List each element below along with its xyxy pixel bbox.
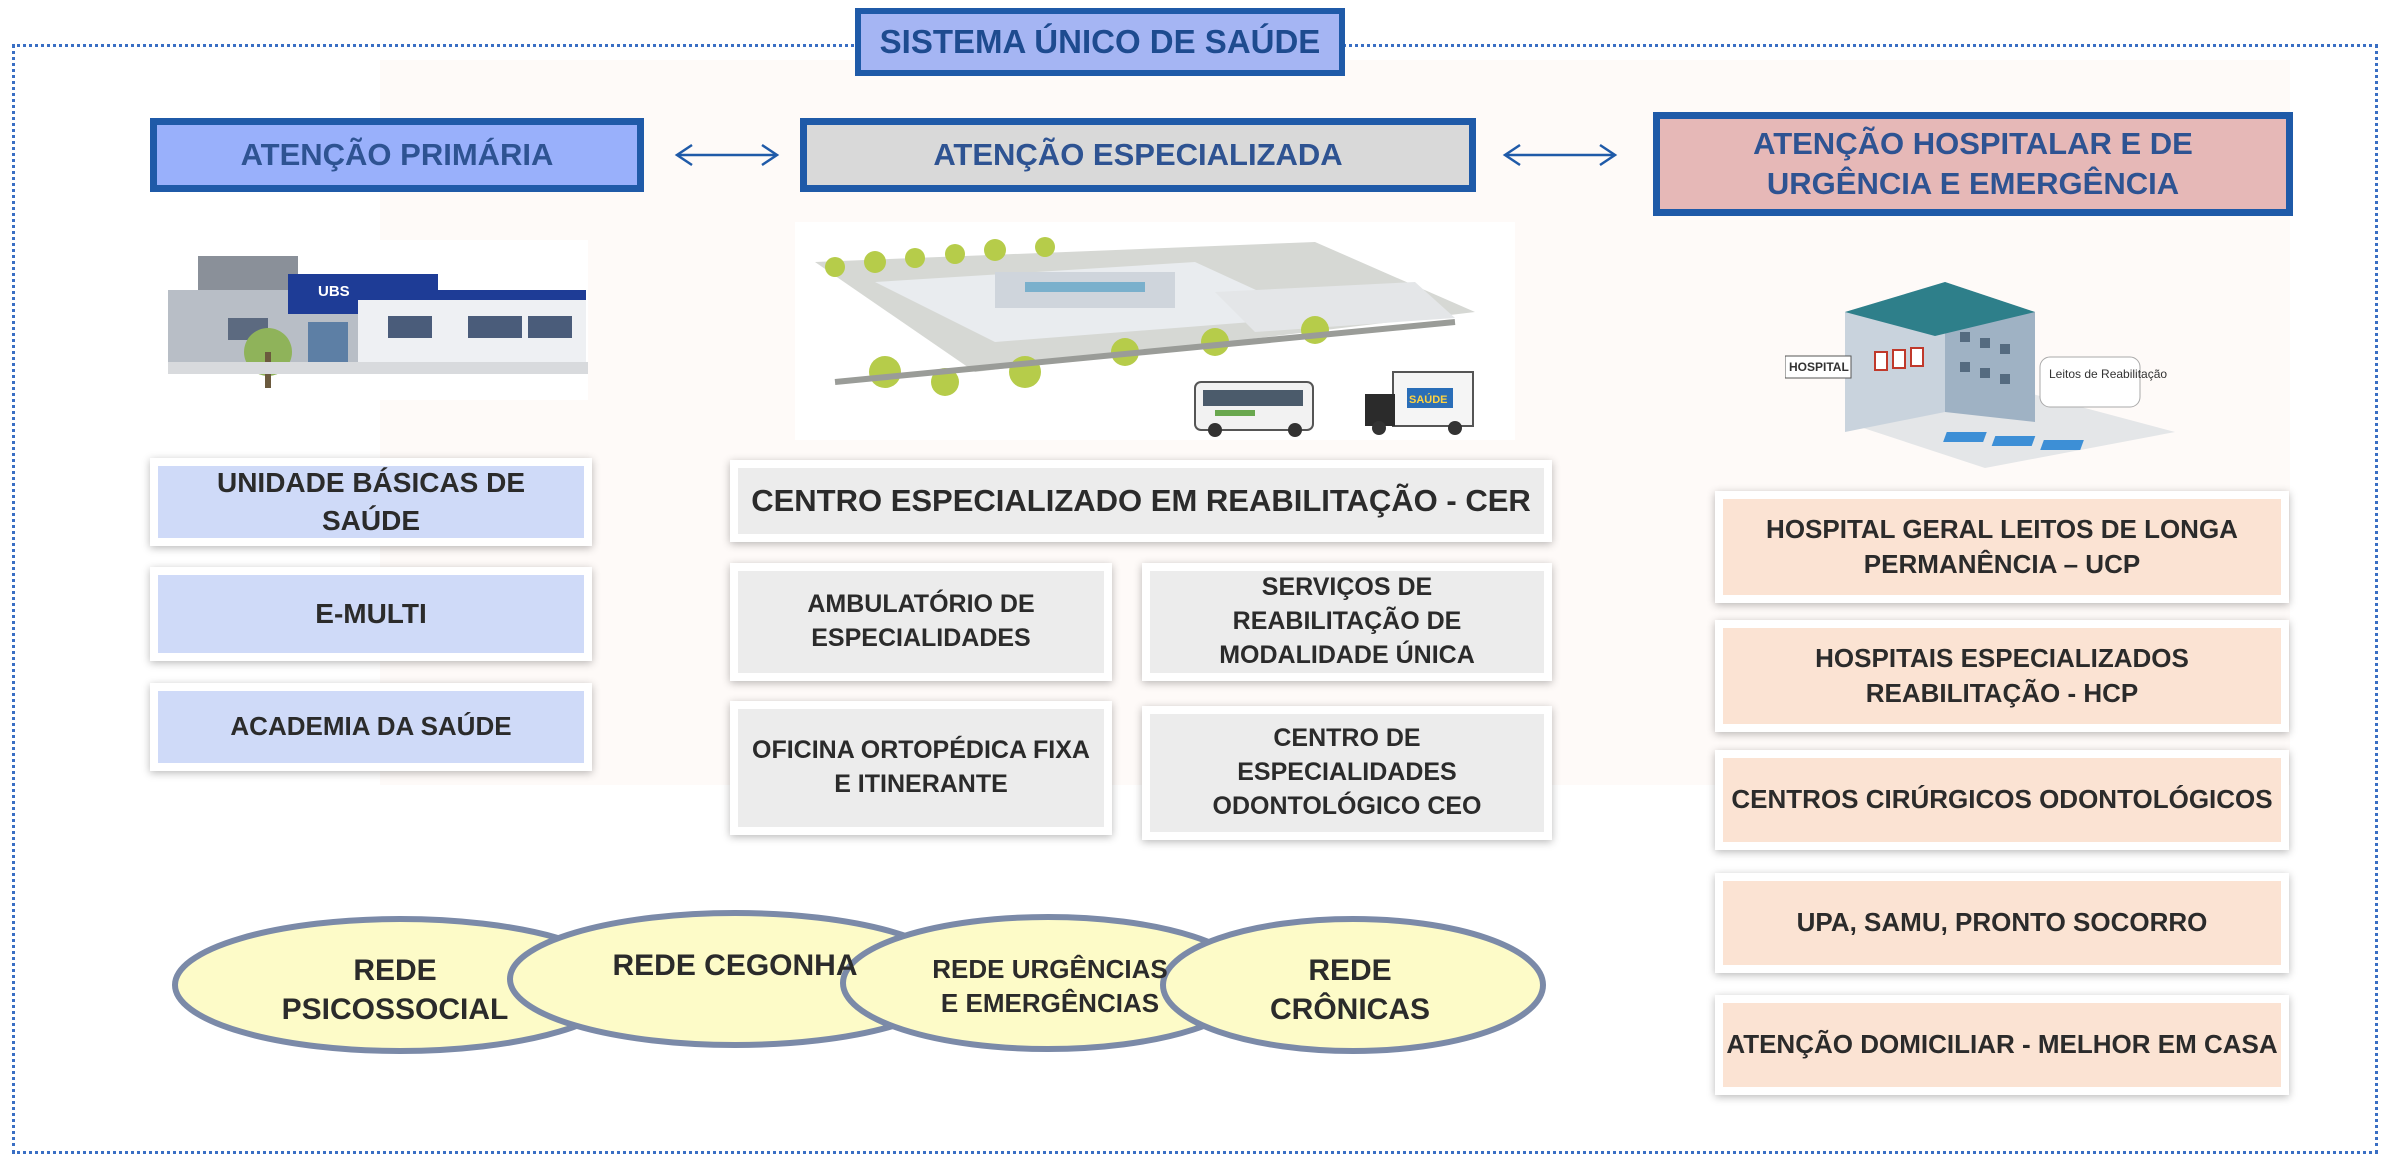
network-cegonha: REDE CEGONHA (612, 948, 858, 982)
specialized-complex-illustration: SAÚDE (795, 222, 1515, 440)
card-ceo: CENTRO DE ESPECIALIDADES ODONTOLÓGICO CE… (1142, 706, 1552, 840)
truck-label: SAÚDE (1409, 393, 1448, 406)
card-e-multi: E-MULTI (150, 567, 592, 661)
card-servicos-reabilitacao: SERVIÇOS DE REABILITAÇÃO DE MODALIDADE Ú… (1142, 563, 1552, 681)
network-urgencias: REDE URGÊNCIAS E EMERGÊNCIAS (932, 954, 1168, 1018)
card-academia: ACADEMIA DA SAÚDE (150, 683, 592, 771)
card-upa-samu: UPA, SAMU, PRONTO SOCORRO (1715, 873, 2289, 973)
card-ambulatorio: AMBULATÓRIO DE ESPECIALIDADES (730, 563, 1112, 681)
header-primary: ATENÇÃO PRIMÁRIA (150, 118, 644, 192)
card-hospital-geral: HOSPITAL GERAL LEITOS DE LONGA PERMANÊNC… (1715, 491, 2289, 603)
bus-icon (1194, 381, 1314, 437)
card-cer: CENTRO ESPECIALIZADO EM REABILITAÇÃO - C… (730, 460, 1552, 542)
ellipse-cronicas (1160, 916, 1546, 1054)
truck-icon: SAÚDE (1365, 371, 1474, 435)
page-title: SISTEMA ÚNICO DE SAÚDE (855, 8, 1345, 76)
ubs-building-illustration: UBS (168, 240, 588, 400)
header-specialized: ATENÇÃO ESPECIALIZADA (800, 118, 1476, 192)
networks-ellipses (172, 910, 1546, 1054)
hospital-bubble: Leitos de Reabilitação (2049, 367, 2167, 381)
double-arrow-icon (674, 143, 780, 167)
card-atencao-domiciliar: ATENÇÃO DOMICILIAR - MELHOR EM CASA (1715, 995, 2289, 1095)
hospital-sign: HOSPITAL (1789, 360, 1849, 374)
card-hospitais-especializados: HOSPITAIS ESPECIALIZADOS REABILITAÇÃO - … (1715, 620, 2289, 732)
card-ubs: UNIDADE BÁSICAS DE SAÚDE (150, 458, 592, 546)
ubs-sign: UBS (318, 283, 350, 300)
network-cronicas: REDE CRÔNICAS (1270, 954, 1431, 1026)
network-psicossocial: REDE PSICOSSOCIAL (281, 954, 509, 1026)
hospital-illustration: HOSPITAL Leitos de Reabilitação (1785, 282, 2175, 468)
card-centros-cirurgicos: CENTROS CIRÚRGICOS ODONTOLÓGICOS (1715, 750, 2289, 850)
double-arrow-icon (1502, 143, 1618, 167)
card-oficina-ortopedica: OFICINA ORTOPÉDICA FIXA E ITINERANTE (730, 701, 1112, 835)
header-hospital: ATENÇÃO HOSPITALAR E DE URGÊNCIA E EMERG… (1653, 112, 2293, 216)
